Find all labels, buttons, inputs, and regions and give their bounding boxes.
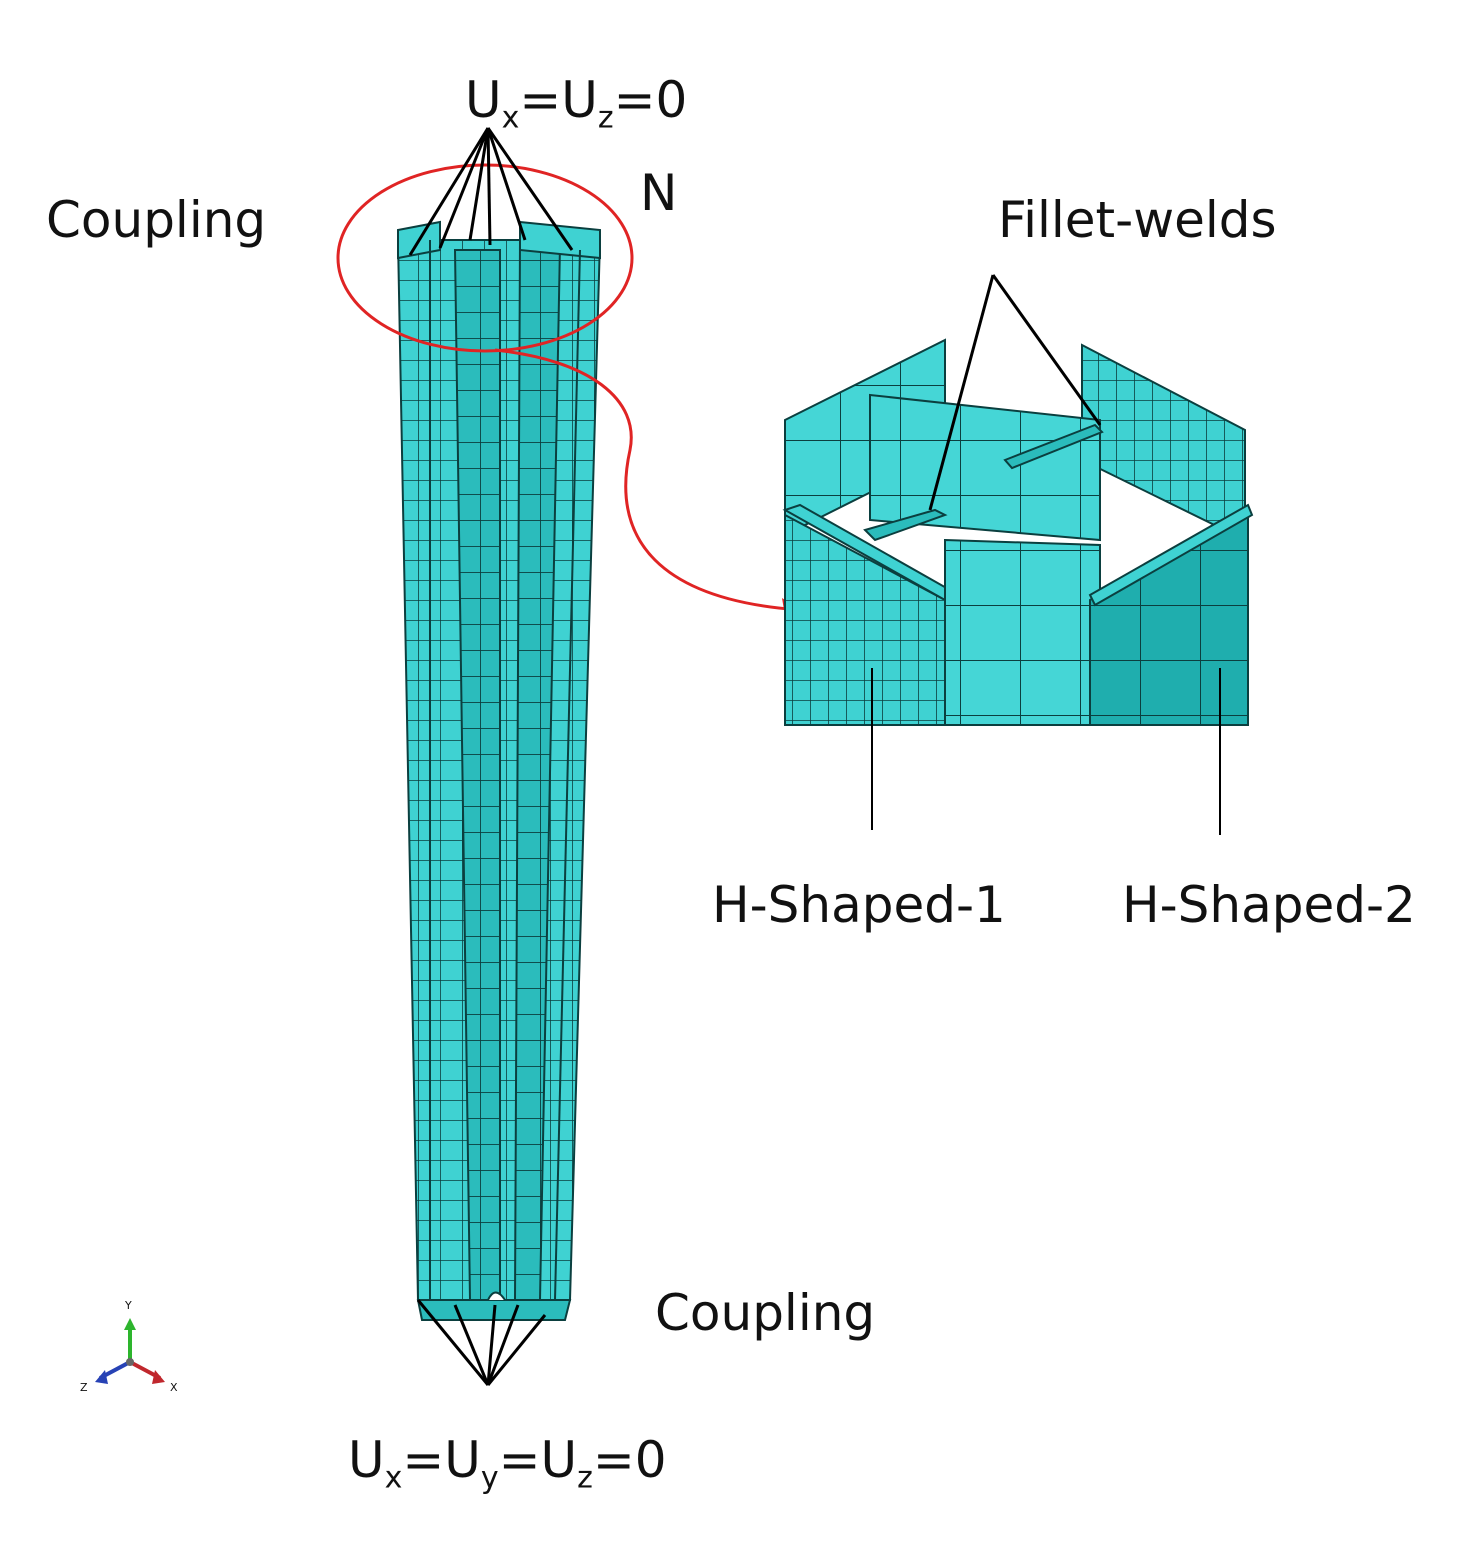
top-leader-lines bbox=[408, 127, 574, 256]
bottom-constraint-label: Ux=Uy=Uz=0 bbox=[348, 1431, 667, 1496]
h-shaped-1-label: H-Shaped-1 bbox=[712, 876, 1006, 934]
bottom-leader-lines bbox=[416, 1299, 547, 1386]
column-mesh bbox=[396, 220, 602, 1321]
load-label: N bbox=[640, 164, 678, 222]
zoom-inset bbox=[782, 338, 1254, 726]
coupling-top-label: Coupling bbox=[46, 191, 267, 249]
axis-triad bbox=[95, 1318, 165, 1384]
top-constraint-label: Ux=Uz=0 bbox=[465, 71, 688, 136]
h-shaped-2-label: H-Shaped-2 bbox=[1122, 876, 1416, 934]
coupling-bottom-label: Coupling bbox=[655, 1284, 876, 1342]
axis-y-label: Y bbox=[125, 1299, 132, 1312]
highlight-ellipse bbox=[336, 163, 634, 353]
zoom-arrow bbox=[494, 348, 801, 612]
axis-x-label: X bbox=[170, 1381, 178, 1394]
fillet-weld-leaders bbox=[928, 274, 1102, 511]
axis-z-label: Z bbox=[80, 1381, 88, 1394]
fillet-welds-label: Fillet-welds bbox=[998, 191, 1277, 249]
